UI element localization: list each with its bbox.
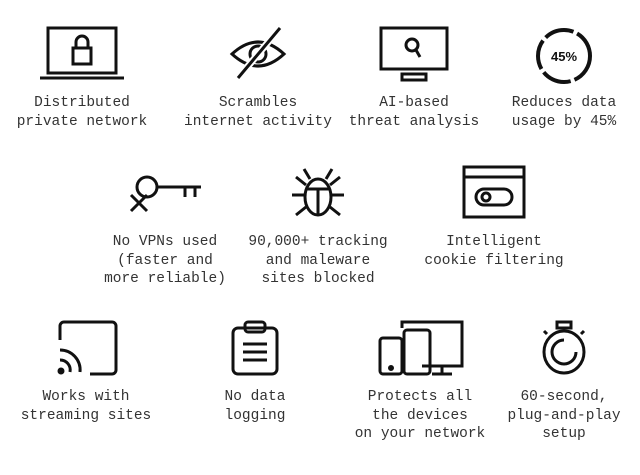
stopwatch-icon — [542, 320, 586, 375]
key-crossed-icon — [129, 175, 201, 213]
feature-label-line: private network — [16, 113, 148, 130]
feature-no-vpn: No VPNs used (faster and more reliable) — [80, 165, 250, 289]
feature-label-line: Works with — [42, 389, 130, 405]
progress-ring-icon: 45% — [536, 28, 592, 84]
laptop-lock-icon — [40, 26, 124, 80]
feature-label-line: (faster and — [117, 252, 213, 269]
feature-label-line: logging — [224, 407, 286, 424]
feature-no-logging: No data logging — [170, 320, 340, 425]
devices-icon — [378, 320, 464, 376]
feature-label-line: internet activity — [184, 113, 332, 130]
feature-label-line: AI-based — [379, 95, 449, 111]
feature-cookie-filtering: Intelligent cookie filtering — [409, 165, 579, 270]
feature-label-line: streaming sites — [20, 407, 152, 424]
feature-label-line: Distributed — [34, 95, 130, 111]
feature-label-line: Reduces data — [511, 95, 617, 111]
feature-label-line: on your network — [354, 426, 486, 442]
feature-label-line: usage by 45% — [511, 113, 617, 130]
feature-label-line: the devices — [372, 407, 468, 424]
feature-label-line: setup — [542, 426, 586, 442]
feature-label-line: 60-second, — [520, 389, 608, 405]
feature-label-line: threat analysis — [348, 113, 480, 130]
feature-reduces-data: 45% Reduces data usage by 45% — [479, 26, 640, 131]
eye-slash-icon — [229, 26, 287, 81]
cast-icon — [57, 320, 118, 376]
feature-label-line: plug-and-play — [507, 407, 621, 424]
feature-label-line: 90,000+ tracking — [248, 234, 388, 250]
monitor-search-icon — [379, 26, 449, 82]
feature-label-line: sites blocked — [261, 271, 375, 287]
feature-label-line: Protects all — [367, 389, 473, 405]
feature-tracking-blocked: 90,000+ tracking and maleware sites blocke… — [233, 165, 403, 289]
feature-label-line: and maleware — [265, 252, 371, 269]
feature-ai-threat-analysis: AI-based threat analysis — [329, 26, 499, 131]
progress-percent: 45% — [551, 49, 577, 64]
feature-quick-setup: 60-second, plug-and-play setup — [479, 320, 640, 444]
feature-label-line: cookie filtering — [424, 252, 564, 269]
feature-label-line: more reliable) — [104, 271, 226, 287]
feature-label-line: Scrambles — [218, 95, 298, 111]
feature-label-line: No VPNs used — [112, 234, 218, 250]
feature-label-line: No data — [224, 389, 286, 405]
feature-streaming: Works with streaming sites — [1, 320, 171, 425]
feature-distributed-network: Distributed private network — [0, 26, 167, 131]
browser-toggle-icon — [462, 165, 526, 219]
feature-scrambles-activity: Scrambles internet activity — [173, 26, 343, 131]
feature-protects-devices: Protects all the devices on your network — [335, 320, 505, 444]
bug-icon — [292, 168, 344, 217]
clipboard-icon — [231, 320, 279, 376]
feature-label-line: Intelligent — [446, 234, 542, 250]
